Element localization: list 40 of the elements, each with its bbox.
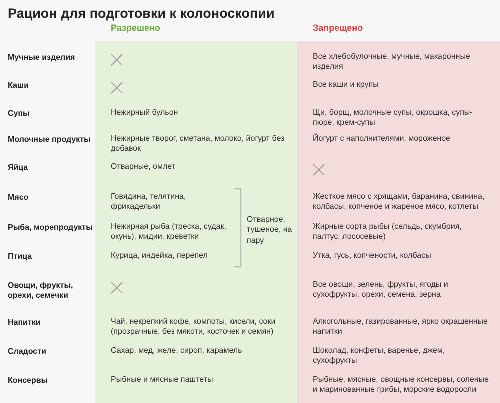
table-cell: Жирные сорта рыбы (сельдь, скумбрия, палтус, лососевые) bbox=[313, 222, 491, 243]
cross-icon bbox=[313, 164, 325, 176]
table-cell: Йогурт с наполнителями, мороженое bbox=[313, 134, 491, 144]
table-cell: Говядина, телятина, фрикадельки bbox=[111, 192, 231, 213]
table-cell: Сахар, мед, желе, сироп, карамель bbox=[111, 346, 289, 356]
row-header: Супы bbox=[8, 109, 31, 120]
table-cell: Шоколад, конфеты, варенье, джем, сухофрукты bbox=[313, 346, 491, 367]
table-cell: Рыбные, мясные, овощные консервы, соленые и маринованные грибы, морские водоросли bbox=[313, 375, 491, 396]
table-cell: Алкогольные, газированные, ярко окрашенные напитки bbox=[313, 317, 491, 338]
row-header: Молочные продукты bbox=[8, 135, 92, 146]
row-header: Яйца bbox=[8, 163, 30, 174]
table-cell: Нежирный бульон bbox=[111, 108, 289, 118]
column-header: Запрещено bbox=[313, 23, 364, 33]
row-header: Рыба, морепродукты bbox=[8, 223, 94, 234]
table-cell: Отварные, омлет bbox=[111, 162, 289, 172]
row-header: Мясо bbox=[8, 193, 30, 204]
row-header: Птица bbox=[8, 252, 34, 262]
table-cell: Все каши и крупы bbox=[313, 80, 491, 90]
table-cell: Рыбные и мясные паштеты bbox=[111, 375, 289, 386]
note: Отварное, тушеное, на пару bbox=[247, 215, 294, 246]
table-cell: Все овощи, зелень, фрукты, ягоды и сухофрукты, орехи, семена, зерна bbox=[313, 280, 491, 301]
title: Рацион для подготовки к колоноскопии bbox=[8, 6, 275, 21]
table-cell: Чай, некрепкий кофе, компоты, кисели, соки (прозрачные, без мякоти, косточек и семян) bbox=[111, 317, 289, 338]
table-cell: Курица, индейка, перепел bbox=[111, 251, 231, 262]
row-header: Напитки bbox=[8, 318, 42, 328]
cross-icon bbox=[111, 54, 123, 66]
table-cell: Утка, гусь, копчености, колбасы bbox=[313, 251, 491, 262]
row-header: Каши bbox=[8, 81, 30, 92]
row-header: Сладости bbox=[8, 347, 48, 358]
table-cell: Жесткое мясо с хрящами, баранина, свинина, колбасы, копченое и жареное мясо, котлеты bbox=[313, 192, 491, 213]
table-cell: Нежирные творог, сметана, молоко, йогурт без добавок bbox=[111, 134, 289, 155]
table-cell: Все хлебобулочные, мучные, макаронные изделия bbox=[313, 52, 491, 73]
cross-icon bbox=[111, 282, 123, 294]
column-header: Разрешено bbox=[111, 23, 160, 33]
row-header: Овощи, фрукты, орехи, семечки bbox=[8, 281, 74, 302]
row-header: Консервы bbox=[8, 376, 50, 386]
cross-icon bbox=[111, 82, 123, 94]
table-cell: Нежирная рыба (треска, судак, окунь), мидии, креветки bbox=[111, 222, 231, 243]
row-header: Мучные изделия bbox=[8, 53, 76, 64]
table-cell: Щи, борщ, молочные супы, окрошка, супы-пюре, крем-супы bbox=[313, 108, 491, 129]
